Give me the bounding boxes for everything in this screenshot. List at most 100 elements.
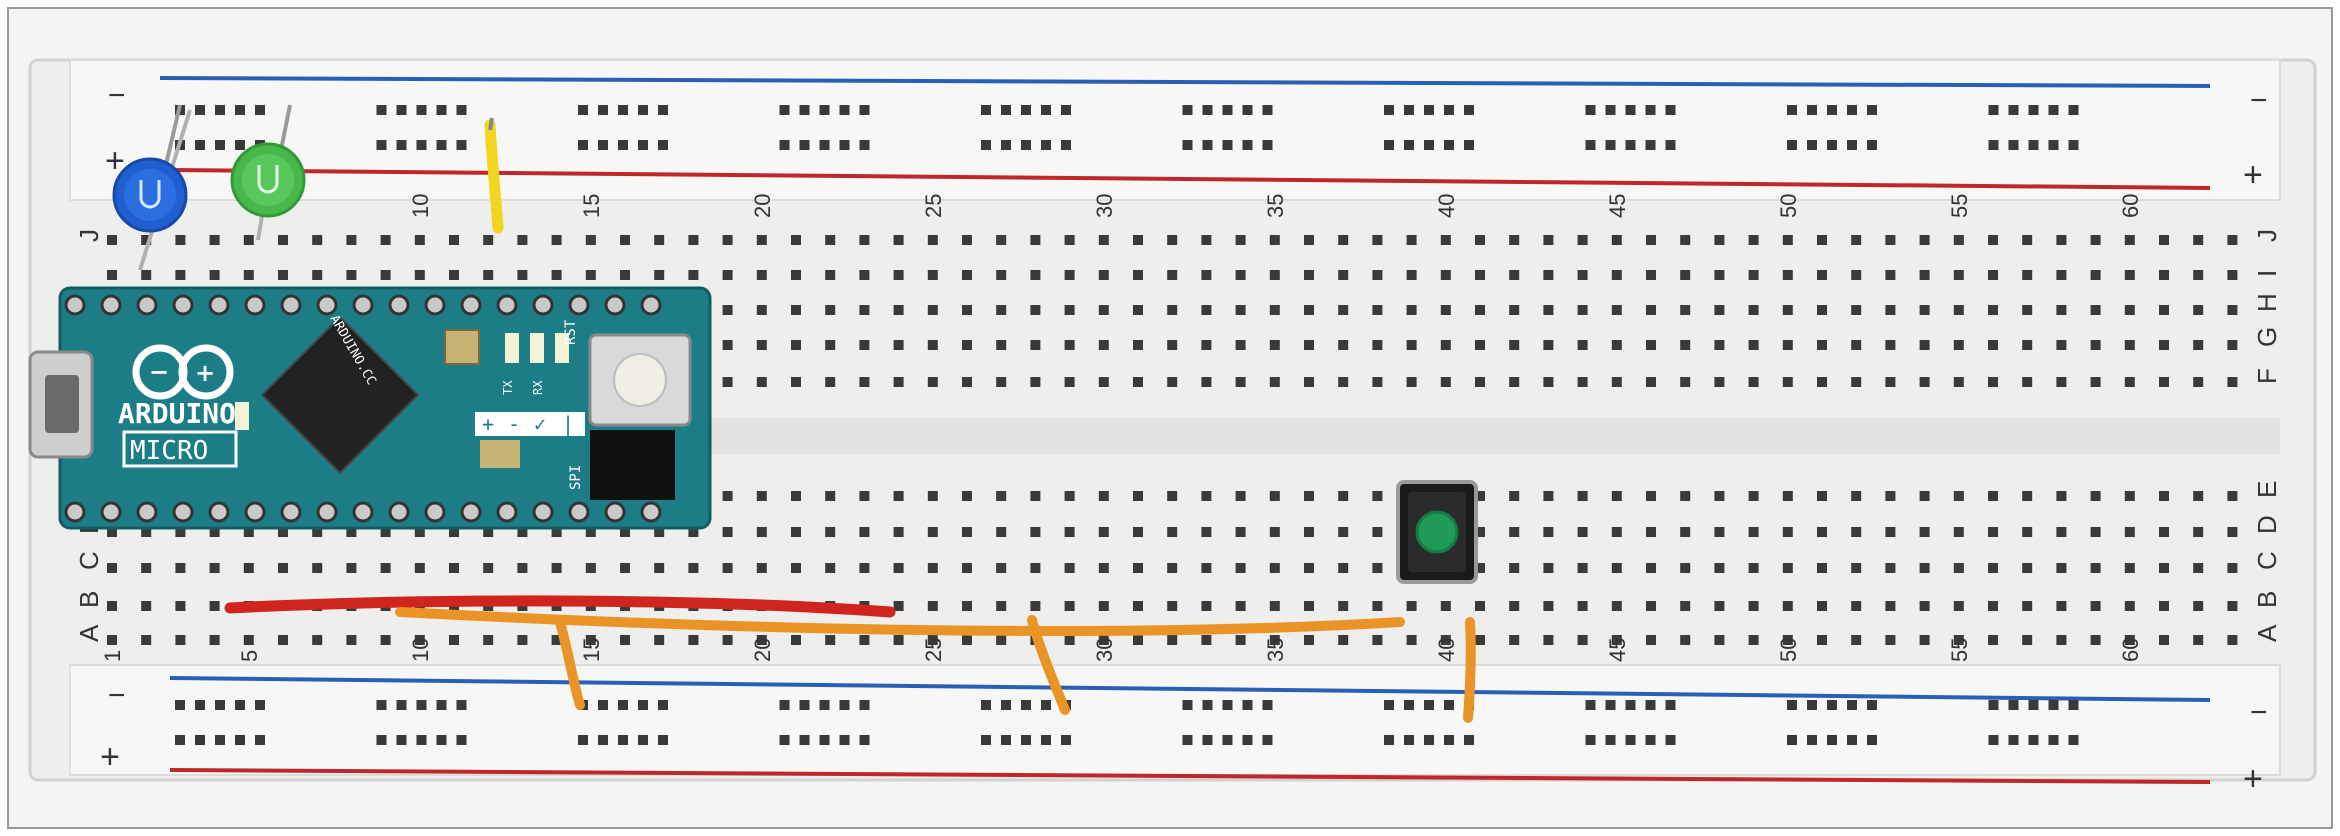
breadboard-hole (859, 491, 870, 501)
breadboard-hole (2193, 340, 2204, 350)
breadboard-hole (1680, 527, 1691, 537)
icon-minus: - (508, 412, 520, 436)
breadboard-hole (278, 527, 288, 537)
breadboard-hole (1098, 491, 1109, 501)
breadboard-hole (1851, 601, 1862, 611)
breadboard-hole (1782, 340, 1793, 350)
breadboard-hole (1269, 491, 1280, 501)
breadboard-hole (1680, 601, 1691, 611)
rail-hole (1021, 700, 1031, 710)
top-rail-red-line (169, 168, 2211, 190)
rail-hole (1464, 105, 1474, 115)
breadboard-hole (2056, 635, 2067, 645)
breadboard-hole (1338, 340, 1349, 350)
rail-hole (799, 700, 810, 710)
breadboard-hole (2159, 527, 2169, 537)
rail-hole (1202, 735, 1213, 745)
breadboard-hole (1201, 563, 1212, 573)
breadboard-hole (585, 635, 596, 645)
breadboard-hole (312, 563, 323, 573)
breadboard-hole (1885, 305, 1896, 315)
spi-label: SPI (568, 465, 584, 490)
breadboard-hole (1269, 563, 1280, 573)
breadboard-hole (1680, 563, 1691, 573)
rail-hole (2048, 140, 2059, 150)
breadboard-hole (722, 563, 733, 573)
rail-hole (215, 735, 225, 745)
breadboard-hole (1953, 635, 1964, 645)
rail-hole (1665, 140, 1676, 150)
rail-hole (598, 700, 608, 710)
breadboard-hole (996, 491, 1007, 501)
column-number-label: 5 (237, 650, 262, 662)
header-pin (532, 294, 554, 316)
breadboard-hole (1133, 491, 1143, 501)
breadboard-hole (1338, 235, 1349, 245)
red-jumper-wire (224, 595, 896, 618)
breadboard-hole (1030, 305, 1041, 315)
breadboard-hole (278, 235, 288, 245)
rail-hole (456, 735, 467, 745)
header-pin (316, 501, 338, 523)
breadboard-hole (2090, 527, 2101, 537)
breadboard-hole (1611, 270, 1622, 280)
breadboard-hole (209, 527, 220, 537)
header-pin (100, 294, 122, 316)
breadboard-hole (825, 340, 836, 350)
breadboard-hole (2022, 635, 2033, 645)
rail-plus-sign: + (105, 142, 125, 180)
rail-hole (981, 700, 991, 710)
row-letter-label: F (2252, 368, 2282, 384)
breadboard-hole (688, 563, 699, 573)
header-pin (64, 294, 86, 316)
breadboard-hole (1714, 635, 1725, 645)
breadboard-hole (825, 377, 836, 387)
rail-hole (1444, 735, 1454, 745)
breadboard-hole (1098, 563, 1109, 573)
rail-hole (2008, 140, 2019, 150)
breadboard-hole (1338, 601, 1349, 611)
breadboard-hole (551, 635, 562, 645)
breadboard-hole (1372, 270, 1383, 280)
rail-hole (436, 105, 447, 115)
tx-label: TX (501, 380, 515, 395)
breadboard-hole (1988, 340, 1998, 350)
rail-hole (1404, 700, 1414, 710)
breadboard-hole (414, 635, 425, 645)
breadboard-hole (791, 235, 801, 245)
breadboard-hole (859, 305, 870, 315)
rail-hole (2008, 105, 2019, 115)
breadboard-hole (756, 270, 767, 280)
rail-hole (779, 735, 790, 745)
breadboard-hole (927, 305, 938, 315)
breadboard-hole (1338, 563, 1349, 573)
breadboard-hole (1064, 563, 1075, 573)
breadboard-hole (1748, 340, 1759, 350)
breadboard-hole (346, 635, 357, 645)
rail-hole (376, 700, 387, 710)
rail-hole (1444, 700, 1454, 710)
breadboard-hole (1509, 527, 1520, 537)
rail-minus-sign: − (108, 679, 126, 712)
breadboard-hole (2022, 235, 2033, 245)
breadboard-hole (2124, 601, 2135, 611)
column-number-label: 60 (2118, 638, 2143, 662)
rail-hole (1242, 735, 1253, 745)
breadboard-hole (1543, 563, 1554, 573)
breadboard-hole (654, 270, 665, 280)
rail-hole (1645, 140, 1656, 150)
breadboard-hole (1543, 601, 1554, 611)
breadboard-hole (654, 635, 665, 645)
breadboard-hole (449, 635, 459, 645)
rail-hole (1645, 700, 1656, 710)
rail-hole (598, 735, 608, 745)
breadboard-hole (2022, 270, 2033, 280)
breadboard-hole (1098, 305, 1109, 315)
breadboard-hole (1714, 527, 1725, 537)
rail-hole (1182, 105, 1193, 115)
breadboard-hole (551, 270, 562, 280)
breadboard-hole (1646, 563, 1656, 573)
breadboard-hole (1167, 305, 1178, 315)
breadboard-hole (2193, 491, 2204, 501)
breadboard-hole (2056, 340, 2067, 350)
